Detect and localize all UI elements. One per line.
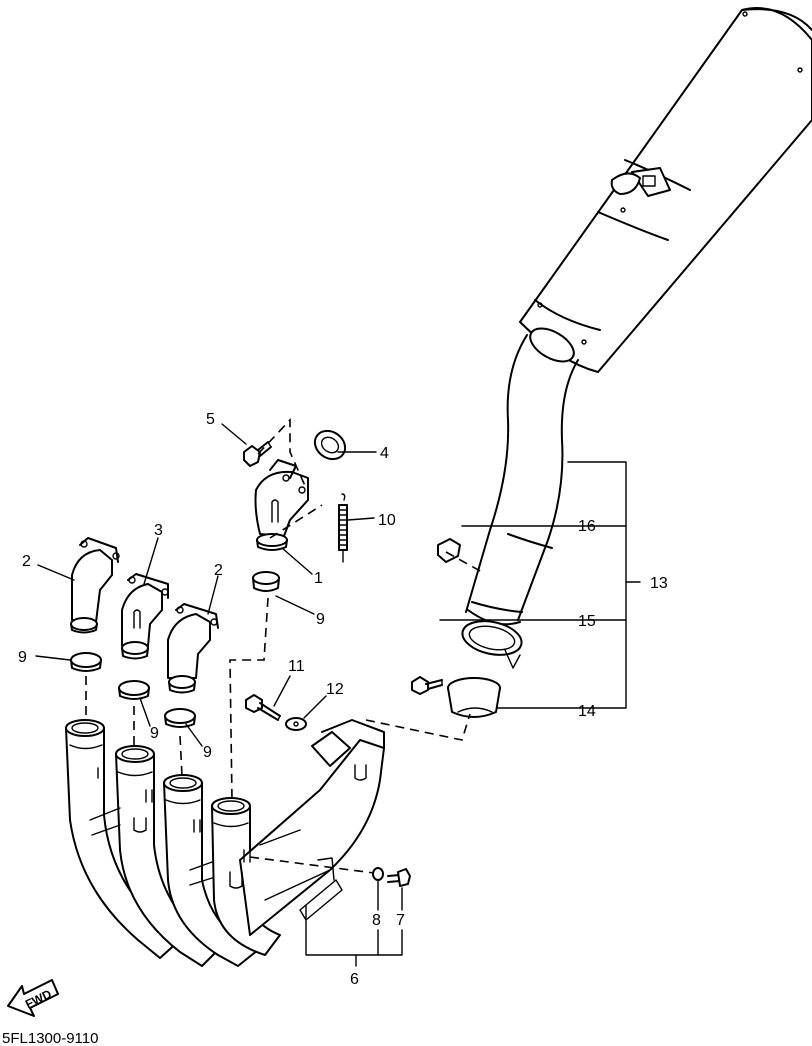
callout-1: 1 <box>314 570 323 587</box>
part-1-exhaust-joint <box>254 459 309 551</box>
part-3-joint <box>121 573 169 660</box>
part-4-gasket <box>313 429 347 461</box>
callout-2-right: 2 <box>214 562 223 579</box>
callout-14: 14 <box>578 703 596 720</box>
part-15-bolt <box>411 676 443 695</box>
callout-4: 4 <box>380 445 389 462</box>
callout-9-top: 9 <box>316 611 325 628</box>
fwd-arrow-icon: FWD <box>7 979 59 1017</box>
part-8-nut <box>372 867 384 881</box>
callout-6: 6 <box>350 971 359 988</box>
part-9-gasket-top <box>252 571 280 592</box>
callout-9-left: 9 <box>18 649 27 666</box>
part-2-joint-left <box>70 537 120 634</box>
callout-leaders <box>35 423 641 967</box>
part-5-screw <box>243 441 272 467</box>
part-14-gasket <box>447 677 501 718</box>
part-10-spring <box>338 493 348 563</box>
part-16-bracket <box>437 538 461 563</box>
callout-11: 11 <box>288 658 305 675</box>
callout-8: 8 <box>372 912 381 929</box>
part-2-joint-right <box>167 603 219 694</box>
connecting-pipe <box>461 334 579 669</box>
callout-3: 3 <box>154 522 163 539</box>
callout-7: 7 <box>396 912 405 929</box>
callout-2-left: 2 <box>22 553 31 570</box>
callout-13: 13 <box>650 575 668 592</box>
callout-15: 15 <box>578 613 596 630</box>
muffler-assembly <box>519 7 812 373</box>
callout-9-mid: 9 <box>150 725 159 742</box>
part-12-washer <box>285 717 307 731</box>
exhaust-header-pipes <box>65 719 385 967</box>
callout-16: 16 <box>578 518 596 535</box>
callout-12: 12 <box>326 681 344 698</box>
figure-code: 5FL1300-9110 <box>2 1030 98 1046</box>
part-9-gaskets-left <box>70 652 196 728</box>
part-11-bolt <box>245 694 281 721</box>
callout-5: 5 <box>206 411 215 428</box>
callout-labels: 5 4 10 1 9 2 3 2 9 9 9 11 12 16 15 14 13… <box>18 411 668 988</box>
callout-10: 10 <box>378 512 396 529</box>
part-7-bolt <box>387 868 411 887</box>
assembly-dashed-lines <box>85 417 483 874</box>
callout-9-right: 9 <box>203 744 212 761</box>
